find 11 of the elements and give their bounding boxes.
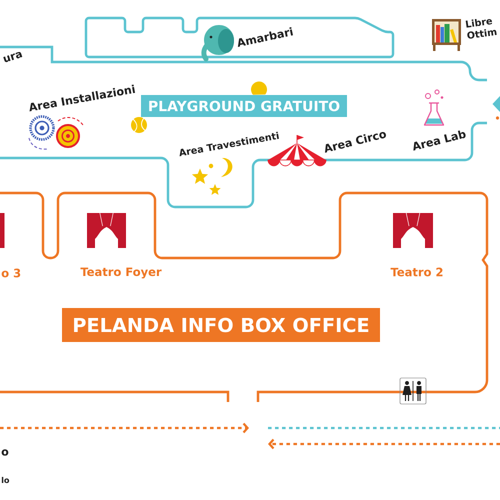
banner: PELANDA INFO BOX OFFICE [62, 308, 380, 342]
room-label: Teatro Foyer [80, 268, 162, 278]
note-text: o [2, 449, 8, 456]
note-text: lo [2, 476, 10, 484]
area-label: Area Circo [325, 132, 386, 153]
banner: PLAYGROUND GRATUITO [141, 95, 347, 117]
area-label: ura [3, 52, 22, 62]
room-label: Teatro 2 [390, 268, 442, 276]
room-label: o 3 [2, 268, 20, 278]
area-label: Libre Ottim [466, 18, 497, 39]
area-label: Area Lab [413, 130, 466, 151]
